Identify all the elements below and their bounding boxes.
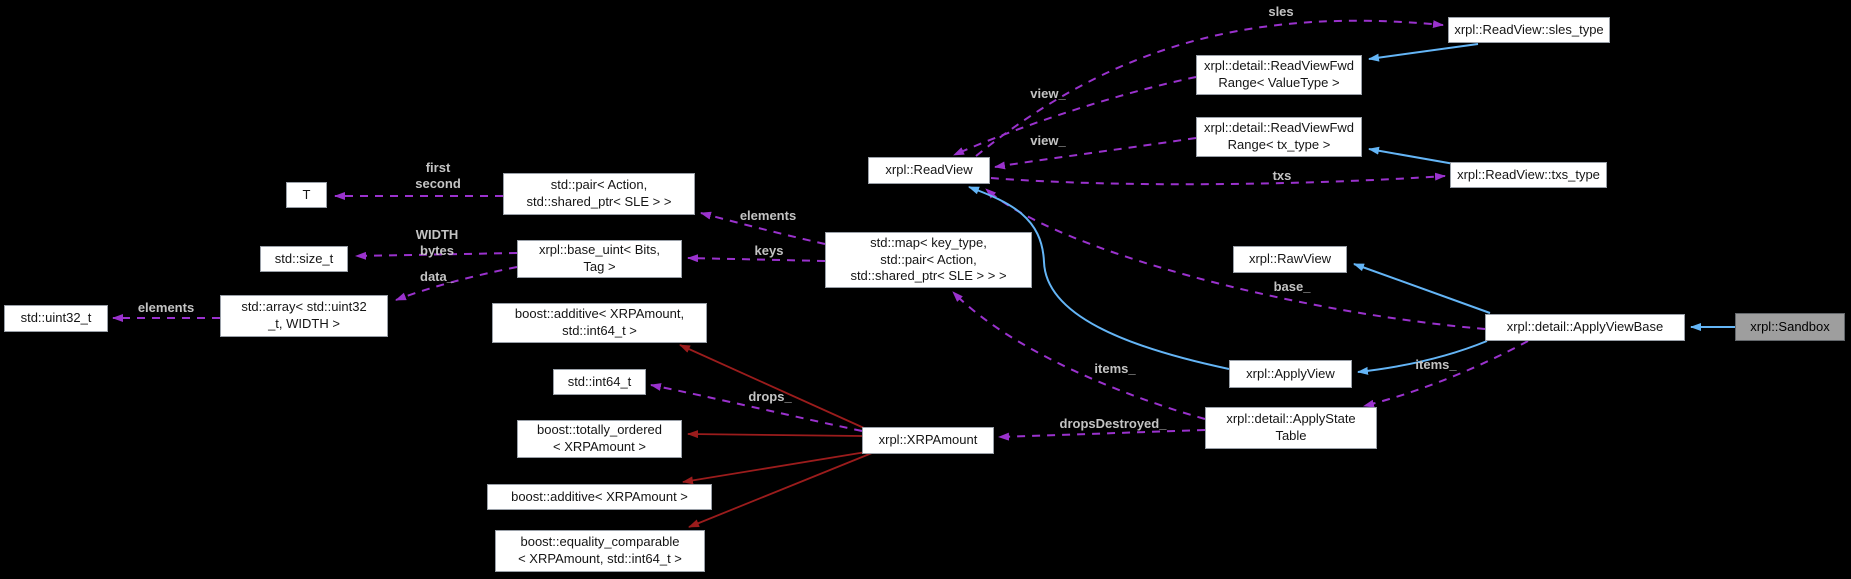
- edge-baseuint-to-array: [395, 266, 518, 301]
- node-base-uint[interactable]: xrpl::base_uint< Bits, Tag >: [517, 240, 682, 278]
- edge-xrpamount-to-additive-int64: [679, 344, 865, 429]
- edge-txstype-to-fwdtx: [1368, 146, 1461, 166]
- edge-xrpamount-to-equality-comparable: [688, 452, 873, 528]
- node-std-size-t[interactable]: std::size_t: [260, 246, 348, 272]
- edge-readview-to-txstype: [990, 172, 1446, 186]
- edge-fwdvalue-to-readview: [953, 76, 1197, 156]
- edge-applystatetable-to-xrpamount: [998, 429, 1206, 441]
- node-boost-additive-int64[interactable]: boost::additive< XRPAmount, std::int64_t…: [492, 303, 707, 343]
- node-sles-type[interactable]: xrpl::ReadView::sles_type: [1448, 17, 1610, 43]
- node-txs-type[interactable]: xrpl::ReadView::txs_type: [1450, 162, 1607, 188]
- node-sandbox[interactable]: xrpl::Sandbox: [1735, 313, 1845, 341]
- node-boost-additive[interactable]: boost::additive< XRPAmount >: [487, 484, 712, 510]
- node-applyviewbase[interactable]: xrpl::detail::ApplyViewBase: [1485, 314, 1685, 341]
- edge-applyviewbase-to-applystatetable: [1363, 340, 1529, 408]
- node-readviewfwdrange-valuetype[interactable]: xrpl::detail::ReadViewFwd Range< ValueTy…: [1196, 55, 1362, 95]
- node-readview[interactable]: xrpl::ReadView: [868, 157, 990, 184]
- node-rawview[interactable]: xrpl::RawView: [1233, 246, 1347, 273]
- edge-applyviewbase-to-rawview: [1353, 263, 1491, 314]
- edge-xrpamount-to-totally-ordered: [687, 430, 863, 439]
- edge-xrpamount-to-additive: [682, 451, 867, 485]
- edge-applyview-to-readview: [968, 186, 1230, 370]
- node-applyview[interactable]: xrpl::ApplyView: [1229, 360, 1352, 388]
- node-std-array[interactable]: std::array< std::uint32 _t, WIDTH >: [220, 295, 388, 337]
- node-boost-equality-comparable[interactable]: boost::equality_comparable < XRPAmount, …: [495, 530, 705, 572]
- node-t[interactable]: T: [286, 182, 327, 208]
- edge-readview-to-slestype: [975, 19, 1444, 157]
- node-boost-totally-ordered[interactable]: boost::totally_ordered < XRPAmount >: [517, 420, 682, 458]
- node-applystatetable[interactable]: xrpl::detail::ApplyState Table: [1205, 407, 1377, 449]
- edge-map-to-pair: [700, 211, 826, 245]
- node-xrpamount[interactable]: xrpl::XRPAmount: [862, 427, 994, 454]
- node-std-map[interactable]: std::map< key_type, std::pair< Action, s…: [825, 232, 1032, 288]
- edge-applyviewbase-to-readview: [985, 188, 1486, 330]
- edge-xrpamount-to-int64: [650, 383, 863, 432]
- edge-applyviewbase-to-applyview: [1357, 340, 1488, 375]
- node-readviewfwdrange-txtype[interactable]: xrpl::detail::ReadViewFwd Range< tx_type…: [1196, 117, 1362, 157]
- node-std-pair[interactable]: std::pair< Action, std::shared_ptr< SLE …: [503, 173, 695, 215]
- node-std-uint32-t[interactable]: std::uint32_t: [4, 305, 108, 332]
- edge-fwdtx-to-readview: [994, 137, 1197, 170]
- edge-baseuint-to-sizet: [355, 251, 518, 260]
- edge-applystatetable-to-map: [952, 291, 1206, 420]
- edge-map-to-baseuint: [687, 254, 826, 263]
- node-std-int64-t[interactable]: std::int64_t: [553, 369, 646, 395]
- edge-slestype-to-fwdvalue: [1368, 43, 1479, 62]
